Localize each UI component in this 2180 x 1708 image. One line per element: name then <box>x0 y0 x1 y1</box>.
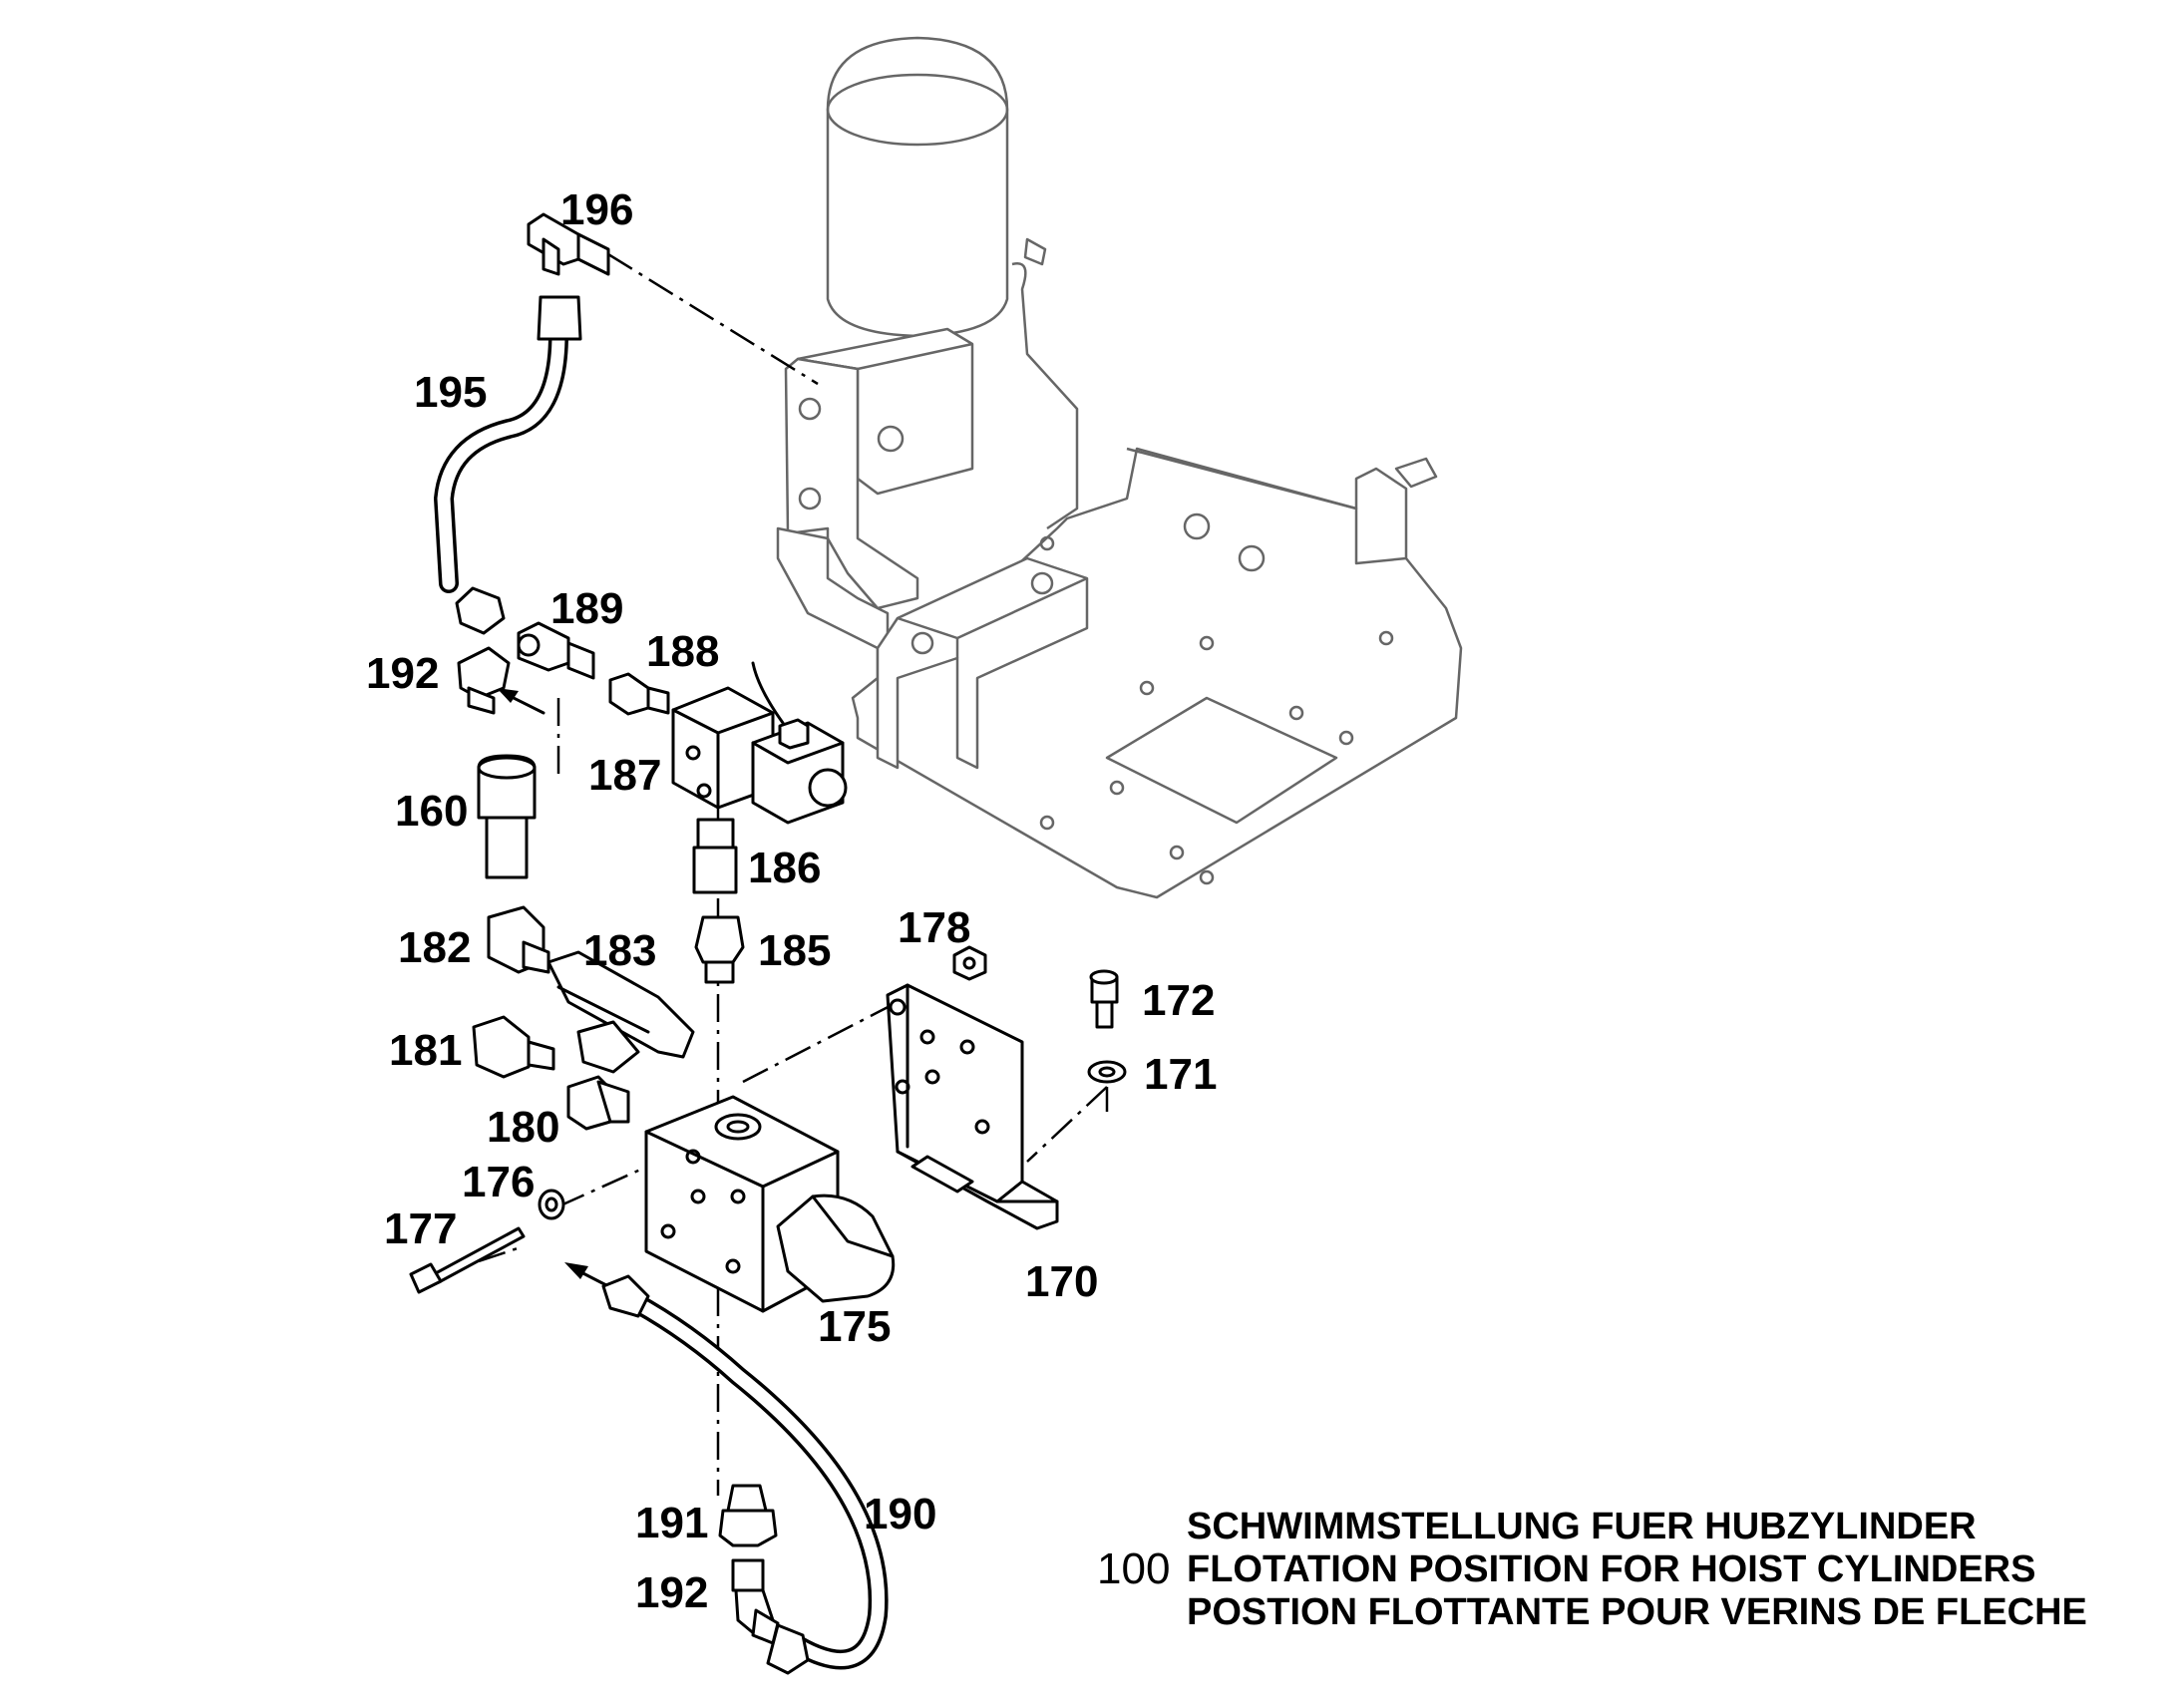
screw-172 <box>1089 969 1119 1029</box>
callout-191: 191 <box>635 1499 708 1547</box>
adapter-fitting-186 <box>692 818 738 894</box>
callout-190: 190 <box>864 1490 936 1538</box>
valve-block-175 <box>644 1095 896 1313</box>
callout-172: 172 <box>1142 976 1215 1025</box>
elbow-fitting-192-top <box>457 646 511 715</box>
callout-186: 186 <box>748 844 821 892</box>
hose-190 <box>601 1274 889 1675</box>
bolt-177 <box>409 1226 526 1294</box>
cap-fitting-160 <box>477 754 537 879</box>
title-german: SCHWIMMSTELLUNG FUER HUBZYLINDER <box>1187 1506 1977 1547</box>
callout-183: 183 <box>583 926 656 975</box>
callout-176: 176 <box>462 1158 535 1206</box>
hose-195 <box>433 295 582 635</box>
callout-182: 182 <box>398 923 471 972</box>
figure-number: 100 <box>1097 1544 1170 1593</box>
adapter-fitting-191 <box>718 1484 778 1547</box>
nut-178 <box>952 945 987 981</box>
callout-187: 187 <box>588 751 661 800</box>
swivel-fitting-181 <box>472 1015 640 1079</box>
callout-188: 188 <box>646 627 719 676</box>
title-english: FLOTATION POSITION FOR HOIST CYLINDERS <box>1187 1548 2035 1590</box>
callout-labels: 196 195 189 192 188 187 160 186 182 183 … <box>366 185 1217 1617</box>
callout-195: 195 <box>414 368 487 417</box>
callout-189: 189 <box>550 584 623 633</box>
callout-196: 196 <box>560 185 633 234</box>
callout-171: 171 <box>1144 1050 1217 1099</box>
callout-170: 170 <box>1025 1257 1098 1306</box>
callout-192-top: 192 <box>366 649 439 698</box>
elbow-fitting-192-bottom <box>731 1558 780 1645</box>
callout-175: 175 <box>818 1302 891 1351</box>
title-french: POSTION FLOTTANTE POUR VERINS DE FLECHE <box>1187 1591 2087 1633</box>
callout-177: 177 <box>384 1204 457 1253</box>
title-block: SCHWIMMSTELLUNG FUER HUBZYLINDER 100 FLO… <box>1097 1506 2087 1633</box>
callout-181: 181 <box>389 1026 462 1075</box>
callout-180: 180 <box>487 1103 559 1152</box>
nipple-fitting-185 <box>694 915 745 984</box>
mounting-bracket-170 <box>886 983 1059 1230</box>
tee-fitting-196 <box>527 212 610 276</box>
nipple-fitting-188 <box>608 672 670 716</box>
callout-160: 160 <box>395 787 468 836</box>
callout-178: 178 <box>898 903 970 952</box>
washer-176 <box>538 1189 565 1220</box>
tee-fitting-189 <box>517 621 595 680</box>
callout-185: 185 <box>758 926 831 975</box>
base-frame <box>776 36 1463 899</box>
washer-171 <box>1087 1060 1127 1084</box>
plug-fitting-180 <box>566 1075 630 1131</box>
hose-piece-183 <box>546 950 695 1059</box>
swivel-fitting-182 <box>487 905 550 974</box>
callout-192-bottom: 192 <box>635 1568 708 1617</box>
flow-arrows <box>497 688 610 1288</box>
solenoid-valve-187 <box>671 661 848 825</box>
